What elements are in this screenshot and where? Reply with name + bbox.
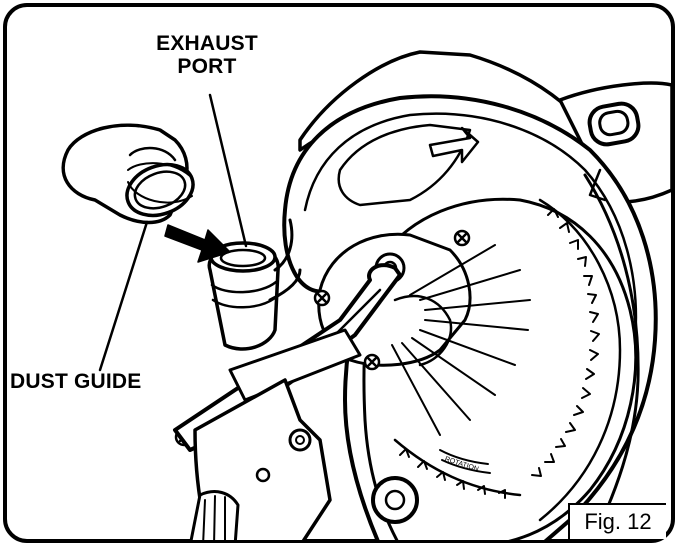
hub-spokes [391,244,531,436]
dust-leader [98,220,149,372]
insert-arrow [164,224,231,263]
exhaust-leader [208,93,248,248]
pivot-arm [228,328,362,402]
exhaust-port-label-line1: EXHAUST [156,32,258,55]
rotation-arrow-guard [428,126,480,164]
dust-guide-label: DUST GUIDE [10,370,142,393]
exhaust-port-label: EXHAUST PORT [128,32,286,78]
exhaust-port-label-line2: PORT [177,55,237,78]
blade-teeth [531,208,600,477]
figure-caption: Fig. 12 [568,503,666,539]
